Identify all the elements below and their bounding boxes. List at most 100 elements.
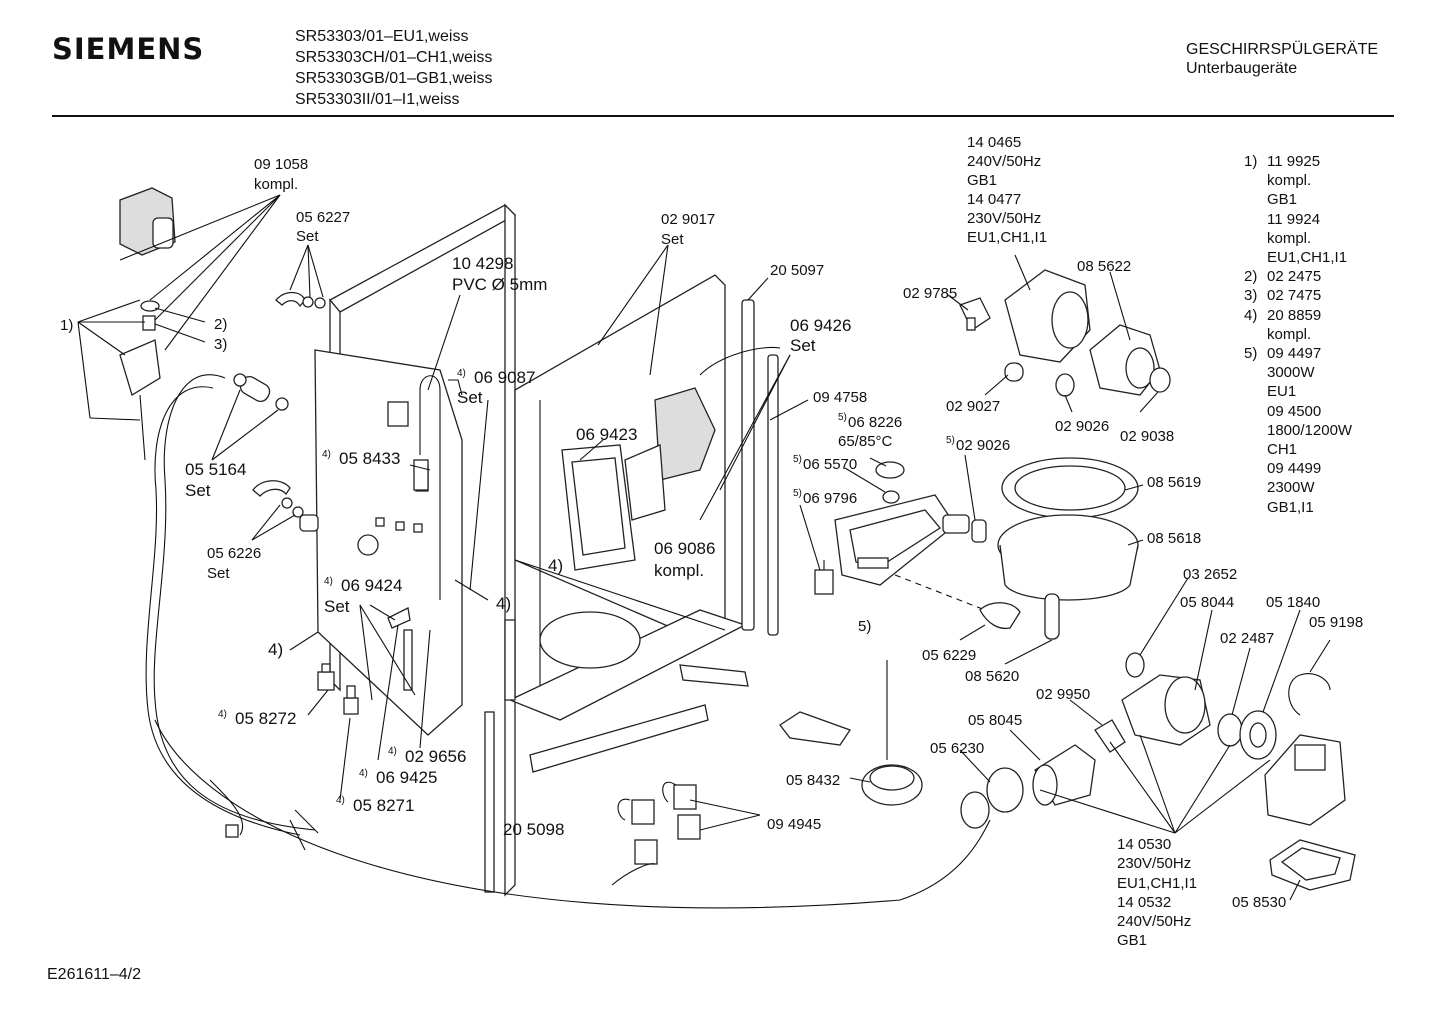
legend-value: 11 9924 bbox=[1267, 210, 1321, 228]
model-line: SR53303II/01–I1,weiss bbox=[295, 91, 460, 108]
legend-value: 2300W bbox=[1267, 479, 1315, 497]
category-title: GESCHIRRSPÜLGERÄTE bbox=[1186, 41, 1379, 58]
label-022487: 02 2487 bbox=[1220, 630, 1274, 647]
legend-value: 11 9925 bbox=[1267, 153, 1321, 170]
label-069423: 06 9423 bbox=[576, 425, 637, 444]
label-058530: 05 8530 bbox=[1232, 894, 1286, 911]
o-ring-029038 bbox=[1149, 367, 1171, 393]
label-058433: 05 8433 bbox=[339, 449, 400, 468]
legend-value: EU1,CH1,I1 bbox=[1267, 249, 1348, 267]
label-140530-region: EU1,CH1,I1 bbox=[1117, 875, 1197, 892]
model-list: SR53303/01–EU1,weiss SR53303CH/01–CH1,we… bbox=[295, 26, 492, 110]
superscript-4: 4) bbox=[322, 449, 331, 460]
drain-hose bbox=[153, 374, 316, 831]
label-068226: 06 8226 bbox=[848, 414, 902, 431]
category-subtitle: Unterbaugeräte bbox=[1186, 60, 1298, 77]
label-058432: 05 8432 bbox=[786, 772, 840, 789]
label-140465-region: GB1 bbox=[967, 172, 997, 189]
label-140530-voltage: 230V/50Hz bbox=[1117, 855, 1191, 872]
legend-key: 1) bbox=[1244, 153, 1258, 170]
legend-key: 4) bbox=[1244, 306, 1258, 324]
label-069087-set: Set bbox=[457, 388, 483, 407]
legend-key: 5) bbox=[1244, 345, 1258, 363]
switch-058271 bbox=[343, 685, 359, 715]
callout-1: 1) bbox=[60, 317, 73, 334]
label-056229: 05 6229 bbox=[922, 647, 976, 664]
drain-hose-long bbox=[154, 719, 991, 909]
label-029785: 02 9785 bbox=[903, 285, 957, 302]
pressure-switch bbox=[861, 660, 923, 806]
superscript-5: 5) bbox=[793, 488, 802, 499]
legend-value: 02 2475 bbox=[1267, 268, 1322, 286]
drawing-code: E261611–4/2 bbox=[47, 966, 142, 983]
cover-058530 bbox=[1269, 839, 1356, 891]
leader-lines bbox=[77, 194, 1331, 901]
label-058272: 05 8272 bbox=[235, 709, 296, 728]
rod-069425 bbox=[387, 607, 413, 691]
label-069424: 06 9424 bbox=[341, 576, 402, 595]
label-069424-set: Set bbox=[324, 597, 350, 616]
wiring-connectors bbox=[611, 781, 701, 886]
label-205097: 20 5097 bbox=[770, 262, 824, 279]
label-029017-set: Set bbox=[661, 231, 684, 248]
hose-clip-pair bbox=[233, 373, 289, 411]
pump-motor bbox=[1004, 269, 1091, 363]
base-rail-front bbox=[529, 704, 709, 773]
label-140477-region: EU1,CH1,I1 bbox=[967, 229, 1047, 246]
vertical-strip bbox=[484, 711, 495, 893]
label-029038: 02 9038 bbox=[1120, 428, 1174, 445]
impeller-022487 bbox=[1217, 713, 1243, 747]
aquastop-valve bbox=[119, 187, 176, 461]
label-056226-set: Set bbox=[207, 565, 230, 582]
label-069426: 06 9426 bbox=[790, 316, 851, 335]
clamp-059198 bbox=[1288, 673, 1331, 716]
legend-value: 02 7475 bbox=[1267, 287, 1322, 305]
switch-058433 bbox=[413, 459, 429, 491]
header-rule bbox=[52, 115, 1394, 117]
label-065570: 06 5570 bbox=[803, 456, 857, 473]
label-058271: 05 8271 bbox=[353, 796, 414, 815]
label-029026-b: 02 9026 bbox=[956, 437, 1010, 454]
legend: 1)11 9925 kompl. GB1 11 9924 kompl. EU1,… bbox=[1244, 152, 1352, 517]
label-094758: 09 4758 bbox=[813, 389, 867, 406]
label-069087: 06 9087 bbox=[474, 368, 535, 387]
legend-value: CH1 bbox=[1267, 441, 1298, 459]
label-056227: 05 6227 bbox=[296, 209, 350, 226]
heater-element bbox=[834, 494, 986, 611]
gasket-029950 bbox=[1094, 719, 1126, 753]
label-058045: 05 8045 bbox=[968, 712, 1022, 729]
drain-pump-motor bbox=[1264, 734, 1346, 826]
label-055164: 05 5164 bbox=[185, 460, 246, 479]
label-069426-set: Set bbox=[790, 336, 816, 355]
label-068226-temp: 65/85°C bbox=[838, 433, 893, 450]
legend-value: kompl. bbox=[1267, 325, 1312, 343]
filter-sump bbox=[971, 457, 1139, 640]
pump-outlet-058045 bbox=[1032, 744, 1096, 806]
superscript-4: 4) bbox=[359, 768, 368, 779]
superscript-4: 4) bbox=[336, 795, 345, 806]
superscript-5: 5) bbox=[946, 435, 955, 446]
seal-032652 bbox=[1125, 652, 1145, 678]
label-055164-set: Set bbox=[185, 481, 211, 500]
label-029017: 02 9017 bbox=[661, 211, 715, 228]
label-056227-set: Set bbox=[296, 228, 319, 245]
legend-value: kompl. bbox=[1267, 229, 1312, 247]
label-085618: 08 5618 bbox=[1147, 530, 1201, 547]
hose-fitting-set-upper bbox=[275, 291, 326, 309]
label-069086-kompl: kompl. bbox=[654, 561, 704, 580]
legend-key: 3) bbox=[1244, 287, 1258, 305]
hose-fitting-set-lower bbox=[252, 480, 319, 532]
label-056226: 05 6226 bbox=[207, 545, 261, 562]
switch-058272 bbox=[317, 663, 335, 691]
superscript-4: 4) bbox=[218, 709, 227, 720]
legend-value: 1800/1200W bbox=[1267, 421, 1353, 439]
base-rail-rear bbox=[679, 664, 749, 687]
label-029026-a: 02 9026 bbox=[1055, 418, 1109, 435]
label-140477: 14 0477 bbox=[967, 191, 1021, 208]
superscript-5: 5) bbox=[838, 412, 847, 423]
sleeve-029027 bbox=[1004, 362, 1024, 382]
label-205098: 20 5098 bbox=[503, 820, 564, 839]
label-029950: 02 9950 bbox=[1036, 686, 1090, 703]
clip-029785 bbox=[959, 297, 991, 331]
